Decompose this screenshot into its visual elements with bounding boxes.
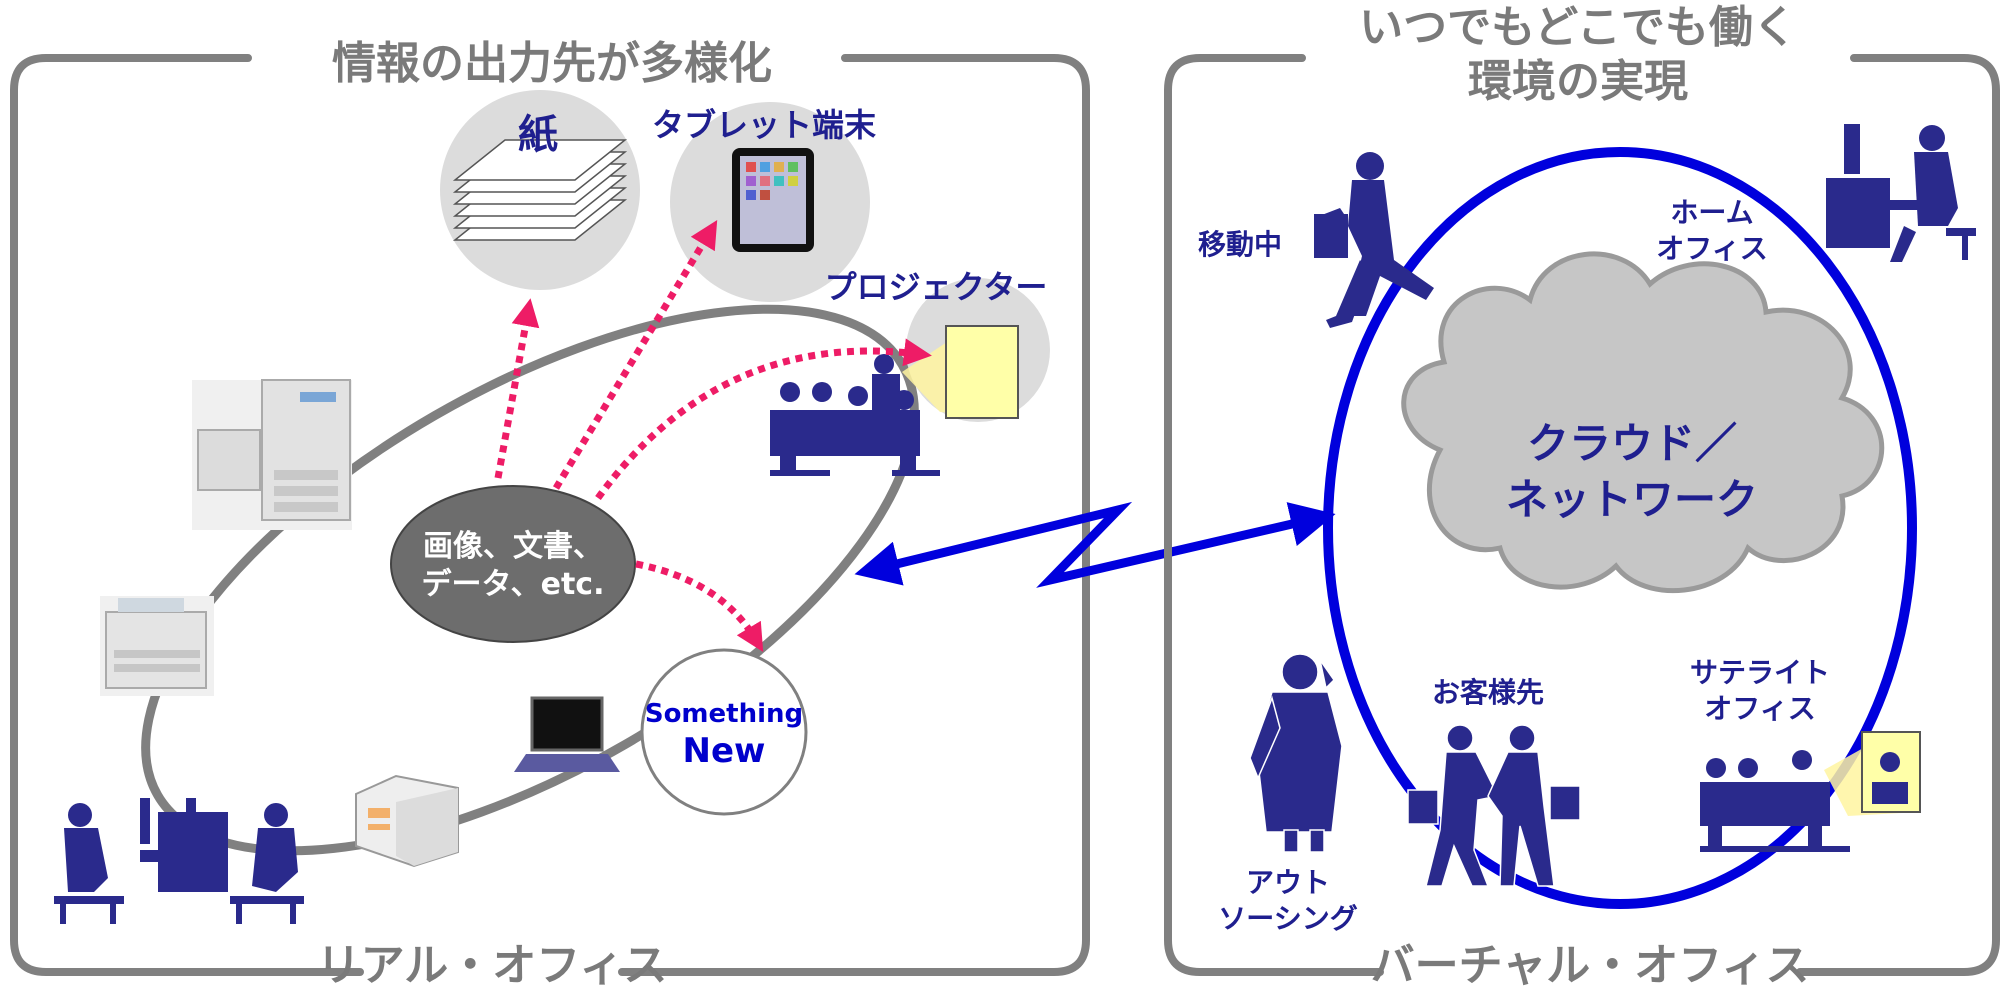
projector-label: プロジェクター bbox=[825, 268, 1048, 306]
tablet-label: タブレット端末 bbox=[652, 106, 876, 144]
paper-label: 紙 bbox=[518, 112, 558, 158]
arrow-to-paper bbox=[494, 298, 540, 479]
something-new-line1: Something bbox=[645, 699, 803, 729]
virtual-office-footer: バーチャル・オフィス bbox=[1371, 940, 1810, 988]
virtual-office-heading-line1: いつでもどこでも働く bbox=[1359, 2, 1797, 53]
satellite-office-line2: オフィス bbox=[1704, 692, 1815, 725]
arrow-to-tablet bbox=[553, 220, 718, 490]
client-site-label: お客様先 bbox=[1432, 676, 1544, 709]
data-hub: 画像、文書、 データ、etc. bbox=[390, 485, 636, 643]
home-office-line2: オフィス bbox=[1656, 232, 1767, 265]
handshake-icon bbox=[1407, 724, 1581, 887]
data-hub-line1: 画像、文書、 bbox=[423, 529, 603, 564]
video-conference-icon bbox=[1700, 731, 1921, 852]
something-new-line2: New bbox=[683, 731, 766, 771]
paper-output: 紙 bbox=[440, 90, 640, 290]
projector-output: プロジェクター bbox=[770, 268, 1050, 476]
real-office-panel: 情報の出力先が多様化 リアル・オフィス 紙 bbox=[10, 38, 1090, 988]
data-hub-ellipse bbox=[390, 485, 636, 643]
home-desk-icon bbox=[1826, 124, 1976, 262]
tablet-icon bbox=[732, 148, 814, 252]
lightning-arrow bbox=[854, 501, 1336, 588]
real-office-heading: 情報の出力先が多様化 bbox=[332, 38, 772, 89]
real-office-footer: リアル・オフィス bbox=[317, 940, 668, 988]
cloud-line1: クラウド／ bbox=[1527, 419, 1737, 468]
moving-worker: 移動中 bbox=[1198, 152, 1434, 328]
something-new-circle bbox=[640, 648, 808, 816]
moving-label: 移動中 bbox=[1198, 228, 1282, 261]
projector-screen bbox=[945, 325, 1019, 419]
cloud-line2: ネットワーク bbox=[1506, 475, 1758, 524]
running-person-icon bbox=[1314, 152, 1434, 328]
satellite-office-line1: サテライト bbox=[1690, 656, 1830, 689]
tablet-output: タブレット端末 bbox=[652, 102, 876, 302]
client-site: お客様先 bbox=[1407, 676, 1581, 887]
meeting-people-icon bbox=[770, 354, 940, 476]
home-office-worker: ホーム オフィス bbox=[1656, 124, 1976, 265]
satellite-office: サテライト オフィス bbox=[1690, 656, 1921, 852]
virtual-office-panel: いつでもどこでも働く 環境の実現 バーチャル・オフィス クラウド／ ネットワーク… bbox=[1164, 2, 2000, 988]
cloud-shape bbox=[1401, 251, 1885, 594]
data-hub-line2: データ、etc. bbox=[422, 567, 605, 602]
printer-device bbox=[100, 596, 214, 696]
virtual-network-ring bbox=[1323, 147, 1917, 909]
outsourcing-worker: アウト ソーシング bbox=[1218, 653, 1358, 935]
outsourcing-line2: ソーシング bbox=[1218, 902, 1357, 935]
output-arrows bbox=[494, 220, 932, 653]
something-new-output: Something New bbox=[640, 648, 808, 816]
arrow-to-something-new bbox=[635, 560, 764, 653]
virtual-office-heading-line2: 環境の実現 bbox=[1468, 56, 1688, 107]
server-device bbox=[355, 774, 459, 868]
phone-person-icon bbox=[1249, 653, 1343, 853]
arrow-to-projector bbox=[595, 338, 932, 501]
copier-device bbox=[192, 379, 352, 530]
outsourcing-line1: アウト bbox=[1246, 866, 1330, 899]
home-office-line1: ホーム bbox=[1670, 196, 1753, 229]
paper-stack-icon bbox=[452, 139, 628, 241]
office-network-ring bbox=[141, 304, 919, 856]
office-workers-icon bbox=[54, 798, 304, 924]
network-connector bbox=[854, 501, 1336, 588]
cloud: クラウド／ ネットワーク bbox=[1401, 251, 1885, 594]
laptop-device bbox=[514, 696, 620, 772]
virtual-office-frame bbox=[1164, 54, 2000, 976]
